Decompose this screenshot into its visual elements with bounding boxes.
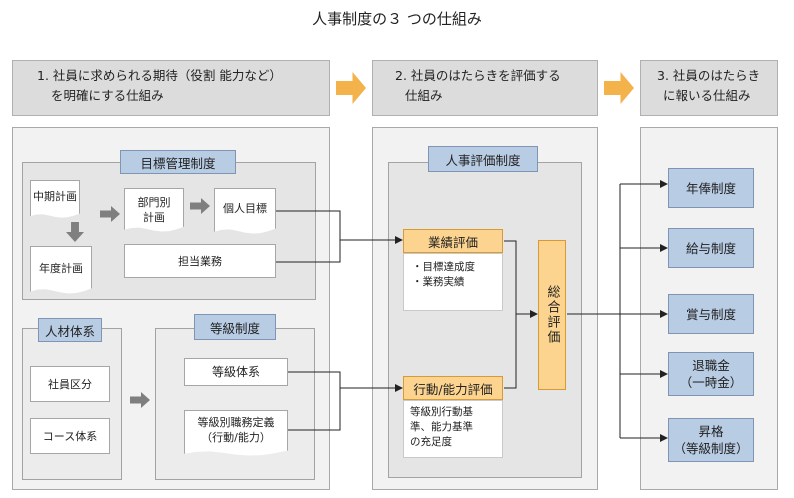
reward-line1: 退職金	[692, 358, 730, 373]
header-section-1: 1. 社員に求められる期待（役割 能力など） を明確にする仕組み	[12, 60, 330, 116]
header-1-line2: を明確にする仕組み	[51, 88, 164, 103]
flow-arrow-icon	[604, 72, 634, 104]
header-2-line2: 仕組み	[405, 88, 443, 103]
grade-system-box: 等級体系	[184, 358, 288, 386]
reward-box: 年俸制度	[668, 168, 754, 208]
header-3-line2: に報いる仕組み	[663, 88, 751, 103]
behav-detail-item: 等級別行動基	[410, 406, 473, 418]
year-plan-label: 年度計画	[39, 262, 83, 275]
grade-label: 等級制度	[194, 314, 276, 340]
mid-plan-doc: 中期計画	[30, 180, 80, 218]
dept-plan-line1: 部門別	[137, 196, 171, 209]
jinzai-item: コース体系	[30, 418, 110, 454]
reward-box: 退職金 （一時金）	[668, 352, 754, 396]
behav-detail-item: の充足度	[410, 436, 452, 448]
reward-line2: （等級制度）	[673, 441, 749, 456]
personal-goal-label: 個人目標	[223, 202, 267, 215]
reward-line1: 年俸制度	[685, 180, 736, 196]
behav-detail-item: 準、能力基準	[410, 421, 473, 433]
eval-label: 人事評価制度	[428, 146, 538, 172]
reward-box: 昇格 （等級制度）	[668, 418, 754, 462]
jinzai-item: 社員区分	[30, 366, 110, 402]
reward-box: 給与制度	[668, 228, 754, 268]
dept-plan-line2: 計画	[143, 211, 165, 224]
jinzai-label: 人材体系	[38, 318, 102, 342]
jinzai-subpanel	[22, 328, 122, 480]
mid-plan-label: 中期計画	[33, 190, 77, 203]
total-eval-box: 総合評価	[538, 240, 566, 390]
header-section-2: 2. 社員のはたらきを評価する 仕組み	[372, 60, 598, 116]
perf-detail-item: ・目標達成度	[412, 261, 475, 273]
perf-eval-label: 業績評価	[403, 229, 503, 253]
grade-def-line2: （行動/能力）	[201, 431, 271, 444]
reward-box: 賞与制度	[668, 294, 754, 334]
personal-goal-doc: 個人目標	[214, 188, 276, 234]
duty-box: 担当業務	[124, 244, 276, 278]
grade-subpanel	[155, 328, 315, 480]
flow-arrow-icon	[336, 72, 366, 104]
reward-line1: 給与制度	[685, 240, 736, 256]
behav-eval-details: 等級別行動基 準、能力基準 の充足度	[403, 400, 503, 458]
perf-detail-item: ・業務実績	[412, 276, 465, 288]
header-section-3: 3. 社員のはたらき に報いる仕組み	[640, 60, 778, 116]
grade-def-doc: 等級別職務定義 （行動/能力）	[184, 410, 288, 456]
year-plan-doc: 年度計画	[30, 246, 92, 294]
grade-def-line1: 等級別職務定義	[197, 416, 275, 429]
dept-plan-doc: 部門別 計画	[124, 188, 184, 232]
header-1-line1: 1. 社員に求められる期待（役割 能力など）	[37, 68, 282, 83]
mbo-label: 目標管理制度	[120, 150, 236, 174]
header-3-line1: 3. 社員のはたらき	[657, 68, 761, 83]
reward-line2: （一時金）	[679, 375, 743, 390]
reward-line1: 昇格	[698, 424, 724, 439]
page-title: 人事制度の３ つの仕組み	[312, 10, 482, 28]
reward-line1: 賞与制度	[685, 306, 736, 322]
behav-eval-label: 行動/能力評価	[403, 376, 503, 400]
header-2-line1: 2. 社員のはたらきを評価する	[395, 68, 561, 83]
perf-eval-details: ・目標達成度 ・業務実績	[403, 253, 503, 311]
